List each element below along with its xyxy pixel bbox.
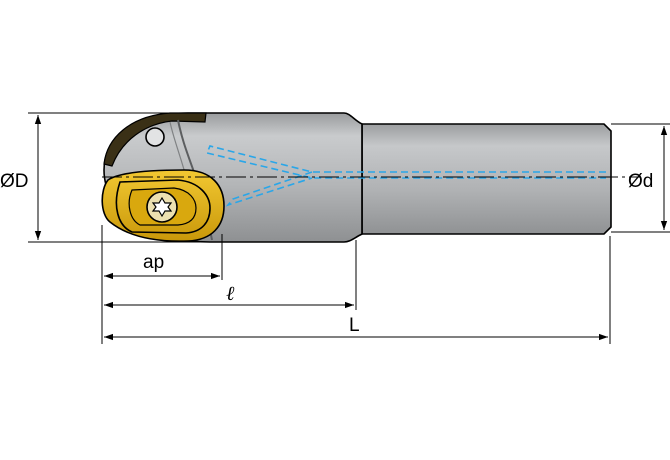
functional-length-label: ℓ <box>226 283 235 305</box>
screw-hole <box>145 127 165 147</box>
shank <box>361 123 612 235</box>
depth-of-cut-label: ap <box>143 252 164 273</box>
overall-length-label: L <box>349 315 360 336</box>
torx-icon <box>151 196 173 218</box>
outer-diameter-label: ØD <box>0 171 29 192</box>
extension-lines <box>28 112 670 344</box>
upper-insert <box>103 112 207 167</box>
insert-bevel <box>115 179 211 234</box>
coolant-channels <box>205 145 606 207</box>
shank-diameter-label: Ød <box>628 171 653 192</box>
